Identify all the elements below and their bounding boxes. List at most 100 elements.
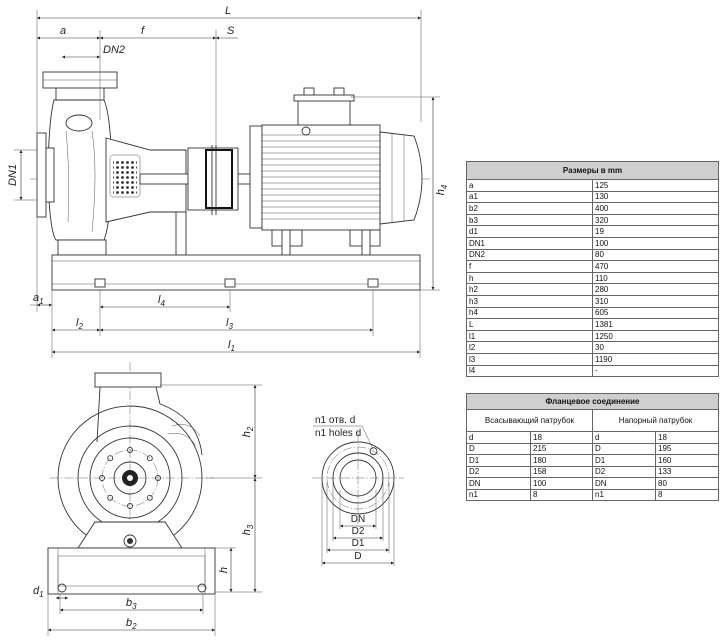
dimension-name: b2 [466,202,593,215]
coupling-hub [205,149,233,209]
dimension-name: DN1 [466,236,593,250]
flange-bolt-circle [326,446,390,510]
motor-flange [249,125,263,229]
dimension-name: a [466,179,593,192]
discharge-value: 8 [655,488,719,501]
label-DN: DN [351,514,365,525]
label-L: L [225,5,231,17]
cable-gland [333,87,345,96]
flange-extension-lines [321,482,395,566]
label-b3-base: b [126,597,132,609]
flange-connection-table: Фланцевое соединение Всасывающий патрубо… [466,393,719,501]
flange-outer [321,441,395,515]
label-h2: h2 [241,426,255,437]
dimension-value: 100 [591,236,720,250]
label-holes-en: n1 holes d [315,428,361,439]
label-DN2: DN2 [103,44,125,56]
flange-centerlines [312,432,404,524]
impeller-eye [113,461,147,495]
volute-ribs [167,424,201,447]
dimension-value: 470 [591,260,720,273]
label-b3-sub: 3 [132,602,137,611]
dimension-value: 400 [591,202,720,215]
dimension-value: 1381 [591,318,720,331]
bolt-hole [107,494,114,501]
dimension-value: 1190 [591,352,720,366]
label-a1-base: a [33,292,39,304]
fan-cover-ribs [391,134,405,222]
baseplate [51,254,421,291]
discharge-param: DN [592,477,656,490]
suction-value: 18 [530,431,593,444]
volute-outlet [155,386,203,456]
bolt-hole [127,447,133,453]
label-b2-sub: 2 [131,622,137,631]
bolt-hole [146,455,153,462]
anchor-hole [57,583,67,593]
flange-table-title: Фланцевое соединение [466,393,719,410]
holes-leader-line [313,425,374,450]
label-l1-sub: 1 [230,344,234,353]
side-view-dimensions: L a f S DN2 DN1 h4 a1 l4 l2 l3 l1 [7,5,449,358]
motor [249,87,423,256]
shaft-center [127,475,133,481]
label-f: f [141,25,145,37]
lifting-eye [301,126,311,136]
label-h4-base: h [435,189,447,195]
label-a1-sub: 1 [39,297,43,306]
discharge-value: 160 [655,454,719,467]
suction-value: 100 [530,477,593,490]
bolt-hole [146,494,153,501]
anchor-hole [367,278,379,288]
dimension-value: 310 [591,294,720,308]
coupling-guard [187,147,239,211]
discharge-neck [55,88,105,100]
suction-param: D1 [466,454,531,467]
discharge-value: 80 [655,477,719,490]
label-l3-base: l [226,317,229,329]
cable-gland [303,87,315,96]
discharge-flange-front [94,372,162,388]
label-h3-sub: 3 [246,524,255,529]
bolt-hole [127,503,133,509]
drain-plug-center [127,538,133,544]
dimension-value: 19 [591,225,720,238]
fan-cover [379,131,423,225]
anchor-hole [224,278,236,288]
suction-value: 180 [530,454,593,467]
discharge-param: d [592,431,656,444]
label-DN1: DN1 [7,164,19,186]
dimension-value: 80 [591,248,720,262]
table-header-row: Фланцевое соединение [466,393,719,410]
label-D: D [354,551,361,562]
label-l4-sub: 4 [160,299,165,308]
label-h: h [218,567,230,573]
label-h2-base: h [241,431,253,437]
volute-neck-left [96,386,101,443]
label-d1: d1 [33,585,44,599]
dimension-value: 30 [591,341,720,354]
foot-bolt [361,229,371,256]
baseplate-flanges [52,260,420,285]
cooling-ribs [262,134,380,220]
suction-param: DN [466,477,531,490]
label-b2-base: b [126,617,132,629]
label-D2: D2 [352,526,365,537]
dimension-name: l3 [466,352,593,366]
